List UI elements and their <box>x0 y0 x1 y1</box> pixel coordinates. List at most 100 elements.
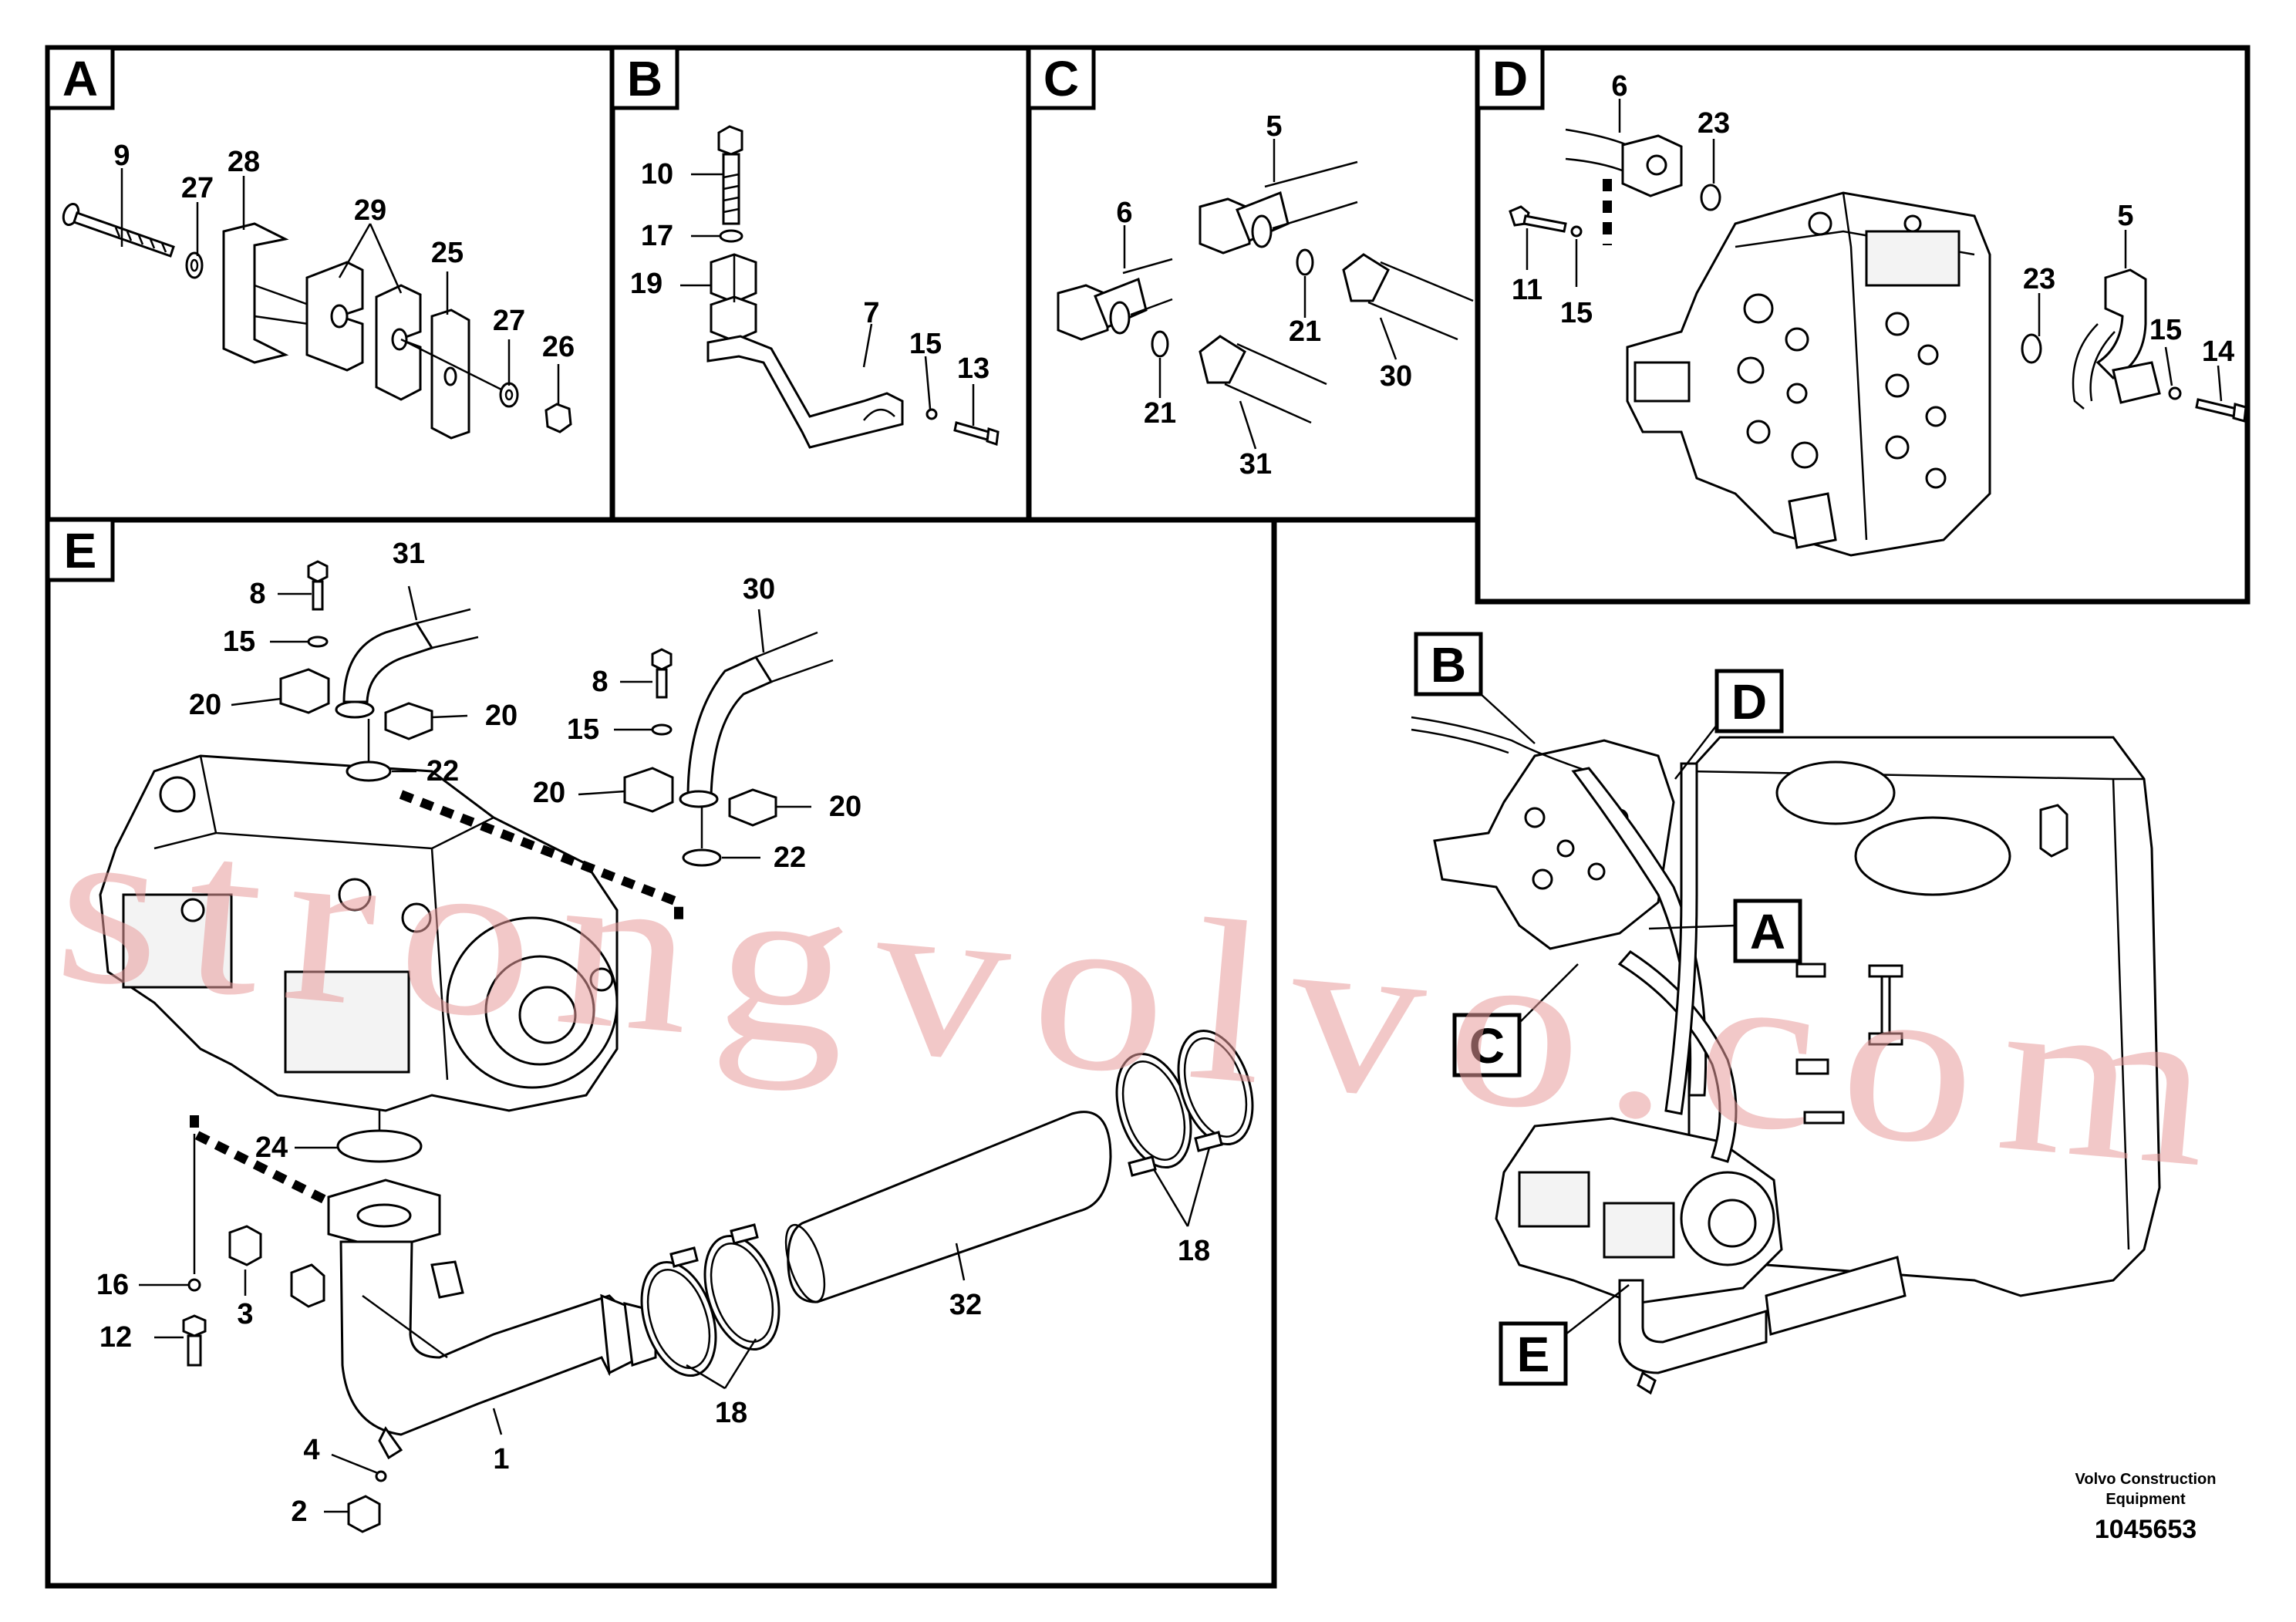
callout-21b: 21 <box>1144 397 1176 430</box>
callout-22: 22 <box>426 755 459 787</box>
callout-30: 30 <box>1380 360 1412 393</box>
callout-8b: 8 <box>592 666 608 698</box>
o-ring-part <box>1700 184 1721 211</box>
callout-14: 14 <box>2202 336 2234 368</box>
panel-b-frame <box>609 45 1032 523</box>
plug-part <box>347 1495 381 1533</box>
panel-a-title: A <box>46 46 115 110</box>
panel-e-callouts: 8 31 15 20 20 22 30 8 15 20 20 22 24 16 … <box>96 538 1210 1528</box>
callout-24: 24 <box>255 1131 288 1164</box>
footer: Volvo Construction Equipment 1045653 <box>2075 1471 2217 1544</box>
callout-20: 20 <box>189 689 221 721</box>
callout-15: 15 <box>223 626 255 658</box>
callout-11: 11 <box>1512 274 1542 306</box>
panel-d-frame <box>1475 45 2250 605</box>
clamp-half-part <box>384 702 433 740</box>
svg-text:B: B <box>627 51 663 106</box>
division-name: Equipment <box>2106 1491 2186 1508</box>
machine-overview: B D A C E <box>1411 632 2161 1395</box>
callout-16: 16 <box>96 1269 129 1301</box>
overview-hose <box>1664 762 1698 1115</box>
svg-text:C: C <box>1043 51 1079 106</box>
callout-18b: 18 <box>1178 1235 1210 1267</box>
panel-c-parts <box>1057 160 1474 424</box>
callout-23b: 23 <box>2023 263 2055 295</box>
o-ring-part <box>1151 330 1169 358</box>
hydraulic-pump-part <box>99 754 619 1112</box>
callout-21: 21 <box>1289 315 1321 348</box>
callout-20c: 20 <box>533 777 565 809</box>
callout-18: 18 <box>715 1397 747 1429</box>
document-number: 1045653 <box>2095 1515 2197 1544</box>
hose-part <box>686 656 774 799</box>
o-ring-part <box>1296 248 1314 276</box>
overview-hose <box>1411 716 1590 773</box>
clamp-block-part <box>710 295 757 342</box>
callout-26: 26 <box>542 331 575 363</box>
panel-d-parts <box>1509 128 2247 557</box>
callout-15: 15 <box>1560 297 1593 329</box>
callout-30: 30 <box>743 573 775 605</box>
overview-callout-b: B <box>1414 632 1536 744</box>
washer-part <box>719 229 743 243</box>
callout-17: 17 <box>641 220 673 252</box>
hose-clamp-part <box>1177 1029 1254 1146</box>
bolt-part <box>62 202 175 258</box>
panel-a-leaders <box>120 168 560 406</box>
callout-9: 9 <box>113 140 130 172</box>
washer-part <box>185 251 204 279</box>
panel-a-callouts: 9 27 28 29 25 27 26 <box>113 140 575 363</box>
callout-32: 32 <box>949 1289 982 1321</box>
callout-6: 6 <box>1116 197 1132 229</box>
callout-25: 25 <box>431 237 464 269</box>
bolt-part <box>651 648 673 671</box>
svg-text:A: A <box>62 51 98 106</box>
fitting-part <box>290 1263 325 1308</box>
panel-b-parts <box>706 125 1000 449</box>
panel-c-leaders <box>1123 139 1397 450</box>
panel-e-title: E <box>46 518 115 582</box>
svg-text:D: D <box>1731 674 1767 730</box>
svg-text:C: C <box>1469 1018 1505 1074</box>
callout-2: 2 <box>291 1496 307 1528</box>
callout-4: 4 <box>303 1434 319 1466</box>
callout-13: 13 <box>957 352 990 385</box>
bolt-part <box>717 125 743 156</box>
washer-part <box>499 382 519 408</box>
hose-part <box>1199 335 1246 384</box>
panel-a-parts <box>62 202 572 440</box>
callout-6: 6 <box>1611 70 1627 103</box>
bolt-part <box>182 1314 207 1337</box>
hose-part <box>1565 128 1628 173</box>
callout-8: 8 <box>249 578 265 610</box>
panel-e-frame <box>45 517 1277 1589</box>
overview-callout-d: D <box>1674 669 1784 780</box>
washer-part <box>651 723 673 736</box>
o-ring-part <box>682 848 722 867</box>
callout-27b: 27 <box>493 305 525 337</box>
overview-hose <box>1571 767 1708 1097</box>
callout-27: 27 <box>181 172 214 204</box>
bolt-part <box>953 421 990 441</box>
bolt-part <box>2195 398 2238 418</box>
clamp-half-part <box>728 788 777 827</box>
bracket-part <box>706 335 904 449</box>
svg-text:E: E <box>1517 1327 1550 1382</box>
callout-10: 10 <box>641 158 673 191</box>
control-valve <box>1433 739 1675 950</box>
overview-callout-a: A <box>1648 899 1802 963</box>
svg-text:E: E <box>64 523 97 578</box>
svg-text:A: A <box>1750 904 1785 959</box>
hose-clamp-part <box>703 1234 781 1351</box>
callout-31: 31 <box>393 538 425 570</box>
overview-callout-e: E <box>1499 1284 1630 1386</box>
callout-28: 28 <box>228 146 260 178</box>
callout-5: 5 <box>1266 110 1282 143</box>
overview-suction-pipe <box>1618 1279 1768 1374</box>
callout-1: 1 <box>493 1443 509 1475</box>
o-ring-part <box>336 1129 423 1163</box>
panel-b-leaders <box>680 173 975 426</box>
callout-15b: 15 <box>567 713 599 746</box>
fitting-part <box>228 1225 262 1266</box>
o-ring-part <box>346 760 392 782</box>
